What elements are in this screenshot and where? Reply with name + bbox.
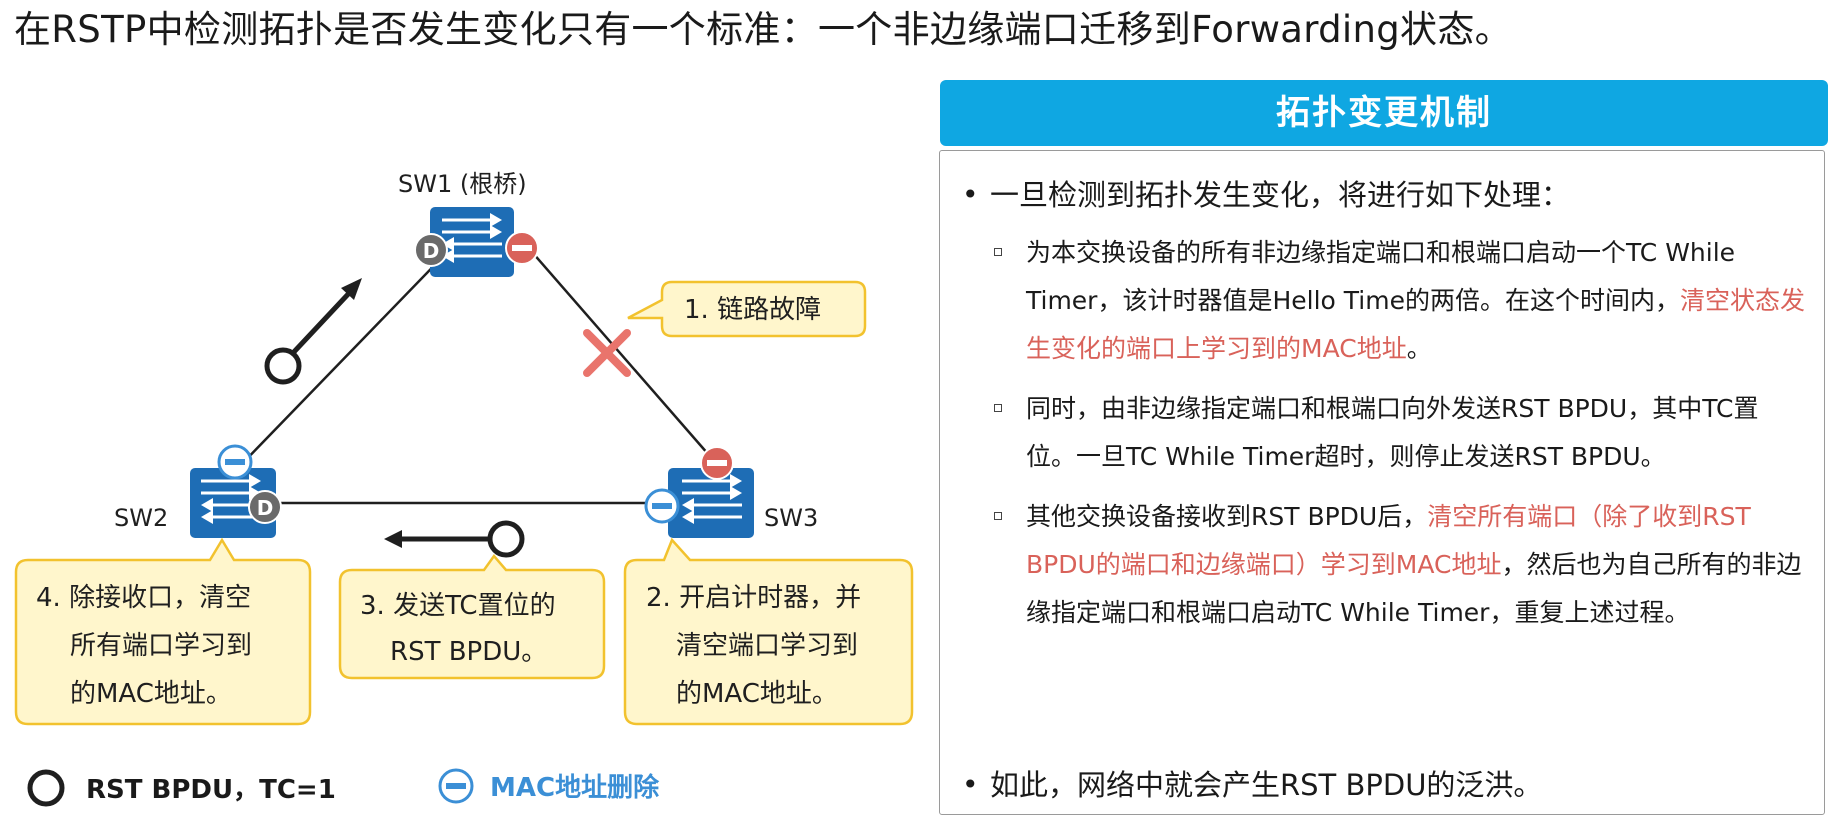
topology-diagram: SW1 (根桥) D SW2 D SW3 bbox=[14, 170, 914, 807]
link-fault-x-icon bbox=[583, 329, 631, 377]
sw2-mac-delete-icon bbox=[217, 444, 253, 480]
panel-outro: 如此，网络中就会产生RST BPDU的泛洪。 bbox=[954, 761, 1542, 809]
panel-header: 拓扑变更机制 bbox=[940, 80, 1828, 146]
svg-text:RST BPDU。: RST BPDU。 bbox=[390, 637, 547, 667]
link-sw1-sw2 bbox=[235, 243, 456, 471]
svg-text:3. 发送TC置位的: 3. 发送TC置位的 bbox=[360, 591, 556, 621]
callout-flush-mac: 4. 除接收口，清空 所有端口学习到 的MAC地址。 bbox=[14, 537, 312, 726]
page-title: 在RSTP中检测拓扑是否发生变化只有一个标准：一个非边缘端口迁移到Forward… bbox=[14, 8, 1512, 51]
square-bullet-icon bbox=[994, 404, 1002, 412]
switch-sw3 bbox=[668, 468, 754, 538]
topology-change-panel: 一旦检测到拓扑发生变化，将进行如下处理： 为本交换设备的所有非边缘指定端口和根端… bbox=[939, 150, 1825, 815]
callout-start-timer: 2. 开启计时器，并 清空端口学习到 的MAC地址。 bbox=[623, 537, 914, 726]
highlight-flush-changed-port: 清空状态发生变化的端口上学习到的MAC地址 bbox=[1026, 286, 1805, 363]
sw3-mac-delete-red-icon bbox=[700, 446, 734, 480]
bpdu-to-sw2-icon bbox=[384, 520, 525, 558]
callout-send-tc-bpdu: 3. 发送TC置位的 RST BPDU。 bbox=[338, 553, 606, 680]
panel-item-2: 同时，由非边缘指定端口和根端口向外发送RST BPDU，其中TC置位。一旦TC … bbox=[954, 385, 1806, 481]
svg-text:4. 除接收口，清空: 4. 除接收口，清空 bbox=[36, 583, 251, 613]
legend-bpdu: RST BPDU，TC=1 bbox=[27, 769, 336, 807]
square-bullet-icon bbox=[994, 248, 1002, 256]
legend-bpdu-label: RST BPDU，TC=1 bbox=[86, 775, 336, 805]
svg-text:D: D bbox=[257, 496, 274, 520]
sw2-label: SW2 bbox=[114, 504, 168, 532]
sw2-designated-port-badge: D bbox=[248, 490, 282, 524]
sw1-label: SW1 (根桥) bbox=[398, 170, 527, 198]
svg-text:所有端口学习到: 所有端口学习到 bbox=[70, 631, 252, 661]
callout-link-fault: 1. 链路故障 bbox=[627, 280, 867, 338]
legend-bpdu-icon bbox=[27, 769, 65, 807]
svg-text:清空端口学习到: 清空端口学习到 bbox=[676, 631, 858, 661]
legend-mac-delete: MAC地址删除 bbox=[438, 768, 660, 804]
svg-text:D: D bbox=[423, 239, 440, 263]
panel-intro: 一旦检测到拓扑发生变化，将进行如下处理： bbox=[954, 171, 1806, 219]
svg-text:的MAC地址。: 的MAC地址。 bbox=[676, 679, 838, 709]
sw3-label: SW3 bbox=[764, 504, 818, 532]
square-bullet-icon bbox=[994, 512, 1002, 520]
legend-mac-delete-label: MAC地址删除 bbox=[490, 772, 660, 803]
sw3-mac-delete-blue-icon bbox=[644, 488, 680, 524]
link-sw1-sw3 bbox=[524, 243, 723, 471]
svg-text:2. 开启计时器，并: 2. 开启计时器，并 bbox=[646, 583, 861, 613]
sw1-designated-port-badge: D bbox=[414, 233, 448, 267]
switch-sw2 bbox=[190, 468, 276, 538]
highlight-flush-all-ports: 清空所有端口（除了收到RST BPDU的端口和边缘端口）学习到MAC地址 bbox=[1026, 502, 1751, 579]
svg-text:1. 链路故障: 1. 链路故障 bbox=[684, 295, 821, 325]
sw1-mac-delete-icon bbox=[505, 231, 539, 265]
svg-text:的MAC地址。: 的MAC地址。 bbox=[70, 679, 232, 709]
bpdu-to-sw1-icon bbox=[264, 278, 362, 385]
panel-item-1: 为本交换设备的所有非边缘指定端口和根端口启动一个TC While Timer，该… bbox=[954, 229, 1806, 373]
switch-sw1 bbox=[430, 207, 514, 277]
panel-item-3: 其他交换设备接收到RST BPDU后，清空所有端口（除了收到RST BPDU的端… bbox=[954, 493, 1806, 637]
